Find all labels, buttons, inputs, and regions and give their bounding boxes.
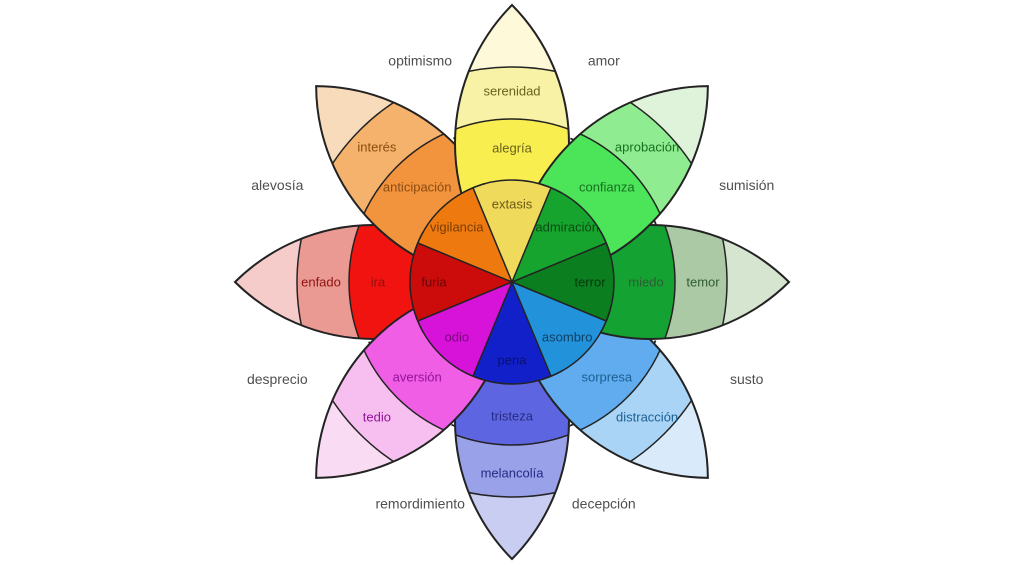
segment-label-trust-inner: admiración: [535, 219, 599, 234]
segment-label-disgust-inner: odio: [445, 330, 470, 345]
segment-label-fear-middle: miedo: [628, 275, 663, 290]
segment-label-surprise-inner: asombro: [542, 330, 593, 345]
segment-label-surprise-outer: distracción: [616, 410, 678, 425]
wedge-fear: [512, 243, 614, 321]
wedge-divider: [472, 281, 513, 377]
wedge-joy: [473, 180, 551, 282]
segment-label-anger-outer: enfado: [301, 275, 341, 290]
segment-label-disgust-outer: tedio: [363, 410, 391, 425]
segment-label-trust-outer: aprobación: [615, 139, 679, 154]
segment-label-joy-middle: alegría: [492, 141, 533, 156]
segment-label-anticipation-middle: anticipación: [383, 180, 452, 195]
wedge-divider: [511, 281, 552, 377]
wedge-divider: [511, 242, 607, 283]
segment-label-sadness-middle: tristeza: [491, 409, 534, 424]
segment-label-sadness-outer: melancolía: [481, 466, 545, 481]
segment-label-joy-inner: extasis: [492, 197, 533, 212]
segment-label-joy-outer: serenidad: [483, 84, 540, 99]
segment-label-anticipation-outer: interés: [357, 139, 397, 154]
segment-label-anger-middle: ira: [371, 275, 386, 290]
dyad-label: remordimiento: [375, 496, 465, 512]
segment-label-trust-middle: confianza: [579, 180, 635, 195]
wedge-divider: [511, 281, 607, 322]
segment-label-fear-inner: terror: [574, 275, 606, 290]
wedge-disgust: [417, 282, 512, 377]
segment-label-sadness-inner: pena: [498, 353, 528, 368]
wedge-divider: [417, 281, 513, 322]
wedge-divider: [472, 187, 513, 283]
dyad-label: optimismo: [388, 52, 452, 68]
segment-label-fear-outer: temor: [686, 275, 720, 290]
segment-label-surprise-middle: sorpresa: [582, 369, 633, 384]
dyad-label: alevosía: [251, 177, 303, 193]
wedge-divider: [511, 187, 552, 283]
wedge-divider: [417, 242, 513, 283]
segment-label-anticipation-inner: vigilancia: [430, 219, 484, 234]
dyad-label: decepción: [572, 496, 636, 512]
dyad-label: susto: [730, 371, 764, 387]
segment-label-disgust-middle: aversión: [393, 369, 442, 384]
dyad-label: sumisión: [719, 177, 774, 193]
wedge-anticipation: [417, 187, 512, 282]
dyad-label: amor: [588, 52, 620, 68]
dyad-label: desprecio: [247, 371, 308, 387]
segment-label-anger-inner: furia: [421, 275, 447, 290]
wedge-surprise: [512, 282, 607, 377]
wedge-sadness: [473, 282, 551, 384]
wedge-anger: [410, 243, 512, 321]
wedge-trust: [512, 187, 607, 282]
